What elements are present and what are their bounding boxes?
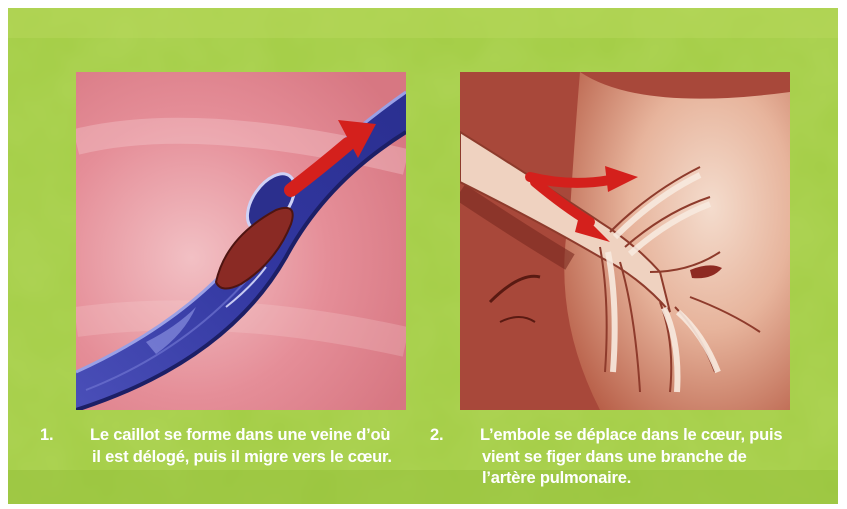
caption-text: Le caillot se forme dans une veine d’où … bbox=[90, 426, 392, 466]
caption-step-2: 2.L’embole se déplace dans le cœur, puis… bbox=[456, 425, 786, 490]
caption-number: 1. bbox=[66, 425, 90, 447]
vein-clot-drawing bbox=[76, 72, 406, 410]
pulmonary-artery-drawing bbox=[460, 72, 790, 410]
caption-step-1: 1.Le caillot se forme dans une veine d’o… bbox=[66, 425, 396, 468]
caption-text: L’embole se déplace dans le cœur, puis v… bbox=[480, 426, 782, 487]
panel-pulmonary-artery bbox=[460, 72, 790, 410]
panel-vein-clot bbox=[76, 72, 406, 410]
caption-number: 2. bbox=[456, 425, 480, 447]
